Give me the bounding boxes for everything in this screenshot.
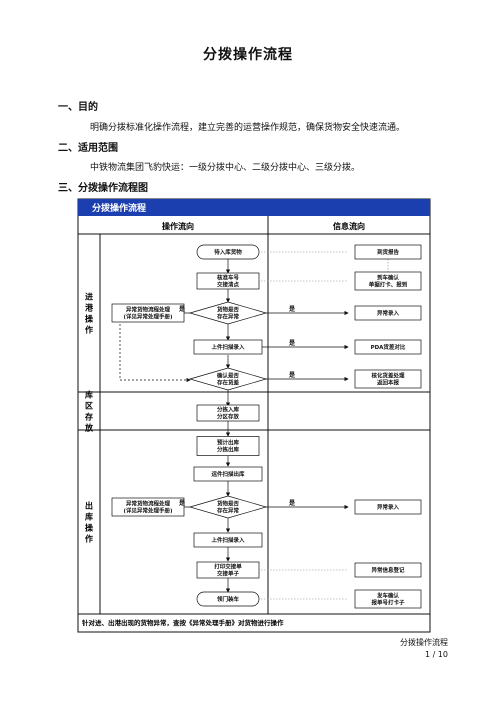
flow-node-n3: 货物是否存在异常 [188,301,268,325]
exception-node-label: 异常货物流程处理(详见异常处理手册) [123,499,173,514]
flow-node-label: 上件扫描录入 [211,343,245,351]
info-node-i7: 异常信息登记 [354,562,422,578]
info-node-label: 到货报告 [377,248,400,256]
section-heading-scope: 二、适用范围 [58,143,118,154]
col-info-header: 信息流向 [333,221,365,231]
yes-label: 是 [178,499,186,507]
flow-node-label: 预计出库分拣出库 [217,438,240,453]
section-body-scope: 中铁物流集团飞豹快运：一级分拨中心、二级分拨中心、三级分拨。 [90,163,361,173]
yes-label: 是 [178,305,186,313]
flow-node-label: 打印交接单交接单子 [214,562,242,577]
yes-label: 是 [288,371,296,379]
info-node-label: PDA货差对比 [371,343,406,351]
info-node-i6: 异常录入 [354,499,422,515]
info-node-i1: 到货报告 [354,244,422,260]
yes-label: 是 [288,339,296,347]
flow-node-label: 核准车号交接清点 [217,273,240,288]
info-node-label: 异常信息登记 [371,566,405,574]
lane-storage: 库区存放 [84,390,94,433]
info-node-label: 异常录入 [377,309,400,317]
exception-node-label: 异常货物流程处理(详见异常处理手册) [123,305,173,320]
info-node-i8: 发车确认报单号打卡子 [354,589,422,609]
flow-node-n10: 上件扫描录入 [193,532,263,548]
flow-node-n7: 预计出库分拣出库 [196,436,260,456]
lane-inbound: 进港操作 [85,292,94,335]
flow-node-label: 上件扫描录入 [211,536,245,544]
exception-node: 异常货物流程处理(详见异常处理手册) [111,303,185,323]
footer-page-number: 1 / 10 [424,650,448,659]
yes-label: 是 [288,305,296,313]
info-node-label: 到车确认单据打卡、报到 [369,273,408,288]
flow-node-n8: 运件扫描出库 [193,466,263,482]
exception-node: 异常货物流程处理(详见异常处理手册) [111,497,185,517]
footer-doc-name: 分拨操作流程 [400,638,448,647]
info-node-label: 异常录入 [377,503,400,511]
section-heading-purpose: 一、目的 [58,102,98,113]
flow-node-n11: 打印交接单交接单子 [196,561,260,579]
info-node-i5: 核化货差处理返回本报 [354,369,422,389]
flow-node-label: 货物是否存在异常 [217,305,240,320]
flow-node-n2: 核准车号交接清点 [196,272,260,290]
flow-node-n5: 确认是否存在货差 [188,367,268,391]
connectors [119,259,349,593]
info-node-i3: 异常录入 [354,305,422,321]
flow-node-n12: 领门装车 [196,591,260,607]
flow-node-n4: 上件扫描录入 [193,339,263,355]
flow-node-n1: 待入库货物 [196,244,260,260]
flowchart-header: 分拨操作流程 [92,202,146,214]
info-node-label: 核化货差处理返回本报 [371,371,405,386]
yes-label: 是 [288,499,296,507]
info-node-label: 发车确认报单号打卡子 [371,591,405,606]
flow-node-n9: 货物是否存在异常 [188,495,268,519]
section-heading-flowchart: 三、分拨操作流程图 [58,183,148,194]
section-body-purpose: 明确分拨标准化操作流程，建立完善的运营操作规范，确保货物安全快速流通。 [90,123,406,133]
flow-node-label: 分拣入库分区存放 [217,405,240,420]
info-node-i4: PDA货差对比 [354,339,422,355]
lane-outbound: 出库操作 [85,501,94,544]
flow-node-label: 待入库货物 [214,248,242,256]
page-title: 分拨操作流程 [203,47,293,63]
flow-node-label: 货物是否存在异常 [217,499,240,514]
flow-node-label: 确认是否存在货差 [217,371,240,386]
flow-node-label: 运件扫描出库 [211,470,245,478]
flowchart-header-band [78,199,430,216]
info-links [258,251,389,600]
col-ops-header: 操作流向 [162,221,194,231]
flow-node-n6: 分拣入库分区存放 [196,404,260,422]
info-node-i2: 到车确认单据打卡、报到 [354,271,422,291]
flowchart-note: 针对进、出港出现的货物异常，查按《异常处理手册》对货物进行操作 [81,618,284,627]
flow-node-label: 领门装车 [216,595,240,603]
